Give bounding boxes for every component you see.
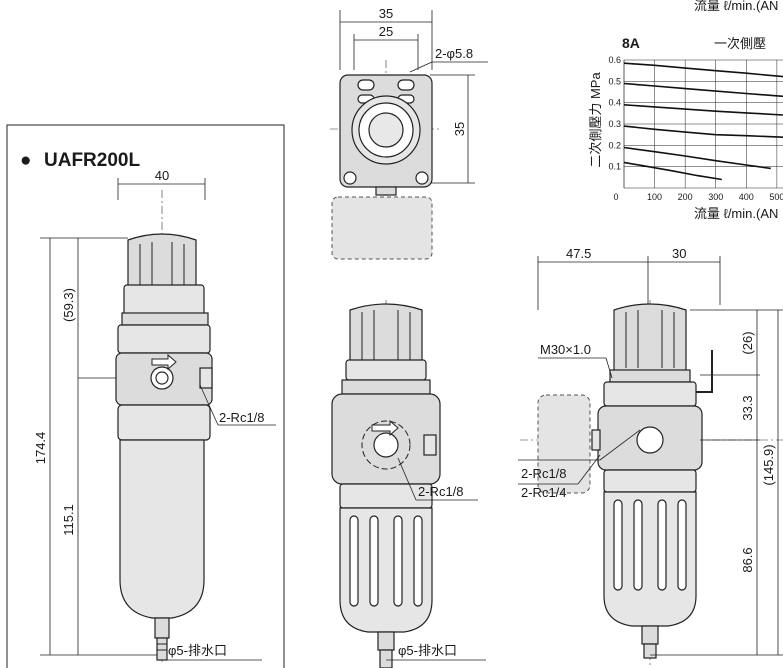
chart-x-tick-label: 200	[678, 192, 693, 202]
side-dim-right-label: 30	[672, 246, 686, 261]
chart-ylabel: 二次側壓力 MPa	[588, 72, 603, 168]
front-view: 40 174.4 (59.3) 115.1	[33, 168, 276, 665]
chart-xlabel: 流量 ℓ/min.(AN	[694, 206, 778, 221]
middle-drain-label: φ5-排水口	[398, 643, 457, 658]
chart-x-tick-label: 500	[769, 192, 783, 202]
chart-y-tick-label: 0.4	[608, 98, 621, 108]
flow-chart: 流量 ℓ/min.(AN 8A 一次側壓 二次側壓力 MPa 流量 ℓ/min.…	[588, 0, 783, 221]
side-dim-left-label: 47.5	[566, 246, 591, 261]
chart-y-tick-label: 0.6	[608, 55, 621, 65]
front-width-label: 40	[155, 168, 169, 183]
side-height-bottom-label: 86.6	[740, 547, 755, 572]
front-drain-label: φ5-排水口	[168, 643, 227, 658]
chart-x-tick-label: 100	[647, 192, 662, 202]
chart-title: 8A	[622, 35, 640, 51]
front-height-upper-label: (59.3)	[61, 288, 76, 322]
top-holes-label: 2-φ5.8	[435, 46, 473, 61]
model-frame	[6, 124, 285, 668]
chart-gridlines	[623, 59, 783, 189]
chart-x-tick-label: 0	[613, 192, 618, 202]
side-height-top-label: (26)	[740, 331, 755, 354]
chart-y-tick-label: 0.2	[608, 140, 621, 150]
chart-xlabel-top: 流量 ℓ/min.(AN	[694, 0, 778, 13]
front-height-total-label: 174.4	[33, 432, 48, 465]
chart-series-line-3	[623, 104, 783, 116]
side-thread-label: M30×1.0	[540, 342, 591, 357]
chart-x-tick-label: 400	[739, 192, 754, 202]
chart-x-ticks: 0 100 200 300 400 500	[613, 192, 783, 202]
chart-y-ticks: 0.6 0.5 0.4 0.3 0.2 0.1	[608, 55, 621, 172]
side-height-total-label: (145.9)	[761, 444, 776, 485]
side-gauge-ports-1-label: 2-Rc1/8	[521, 466, 567, 481]
chart-y-tick-label: 0.3	[608, 119, 621, 129]
chart-y-tick-label: 0.5	[608, 76, 621, 86]
top-height-label: 35	[452, 122, 467, 136]
chart-series-group	[623, 62, 783, 181]
top-width-inner-label: 25	[379, 24, 393, 39]
side-view: 47.5 30 M30×1.0 2-Rc1/8 2	[518, 246, 783, 668]
model-name: UAFR200L	[44, 150, 140, 171]
chart-series-line-1	[623, 62, 783, 78]
chart-series-line-4	[623, 125, 783, 138]
chart-series-line-5	[623, 146, 771, 170]
chart-y-tick-label: 0.1	[608, 162, 621, 172]
side-height-mid-label: 33.3	[740, 395, 755, 420]
chart-legend-label: 一次側壓	[714, 36, 766, 51]
side-gauge-ports-2-label: 2-Rc1/4	[521, 485, 567, 500]
top-view: 35 25 2-φ5.8 35	[330, 6, 488, 260]
model-bullet: ●	[20, 150, 31, 171]
chart-x-tick-label: 300	[708, 192, 723, 202]
chart-series-line-6	[623, 161, 722, 181]
middle-view: 2-Rc1/8 φ5-排水口	[331, 300, 486, 668]
top-width-outer-label: 35	[379, 6, 393, 21]
middle-port-label: 2-Rc1/8	[418, 484, 464, 499]
chart-series-line-2	[623, 82, 783, 98]
front-port-label: 2-Rc1/8	[219, 410, 265, 425]
front-height-lower-label: 115.1	[61, 504, 76, 536]
